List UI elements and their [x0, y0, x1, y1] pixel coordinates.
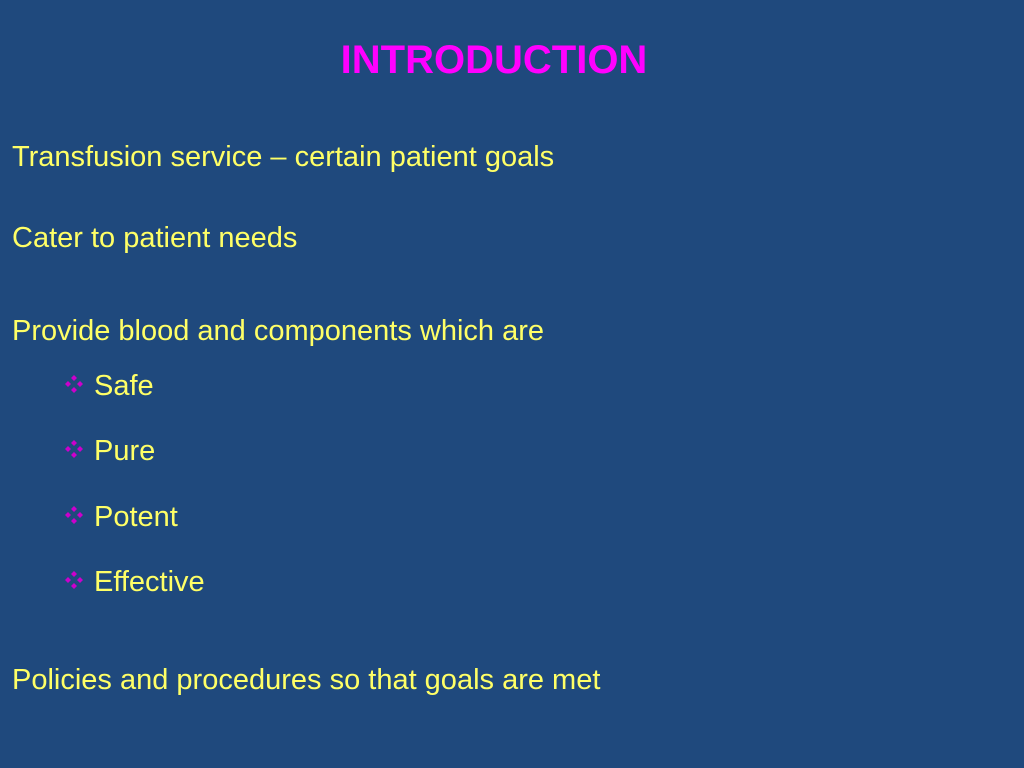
bullet-item-potent: Potent [64, 499, 178, 535]
bullet-item-effective: Effective [64, 564, 205, 600]
bullet-label: Pure [94, 435, 156, 467]
text-line-policies-procedures: Policies and procedures so that goals ar… [12, 664, 601, 696]
text-line-patient-needs: Cater to patient needs [12, 222, 298, 254]
bullet-item-safe: Safe [64, 368, 154, 404]
text-line-blood-components: Provide blood and components which are [12, 315, 544, 347]
four-diamond-bullet-icon [64, 374, 86, 394]
text-line-transfusion-service: Transfusion service – certain patient go… [12, 141, 555, 173]
bullet-label: Effective [94, 566, 205, 598]
slide-title: INTRODUCTION [340, 38, 648, 82]
four-diamond-bullet-icon [64, 505, 86, 525]
bullet-label: Potent [94, 501, 178, 533]
four-diamond-bullet-icon [64, 570, 86, 590]
bullet-item-pure: Pure [64, 433, 155, 469]
bullet-label: Safe [94, 370, 154, 402]
four-diamond-bullet-icon [64, 439, 86, 459]
